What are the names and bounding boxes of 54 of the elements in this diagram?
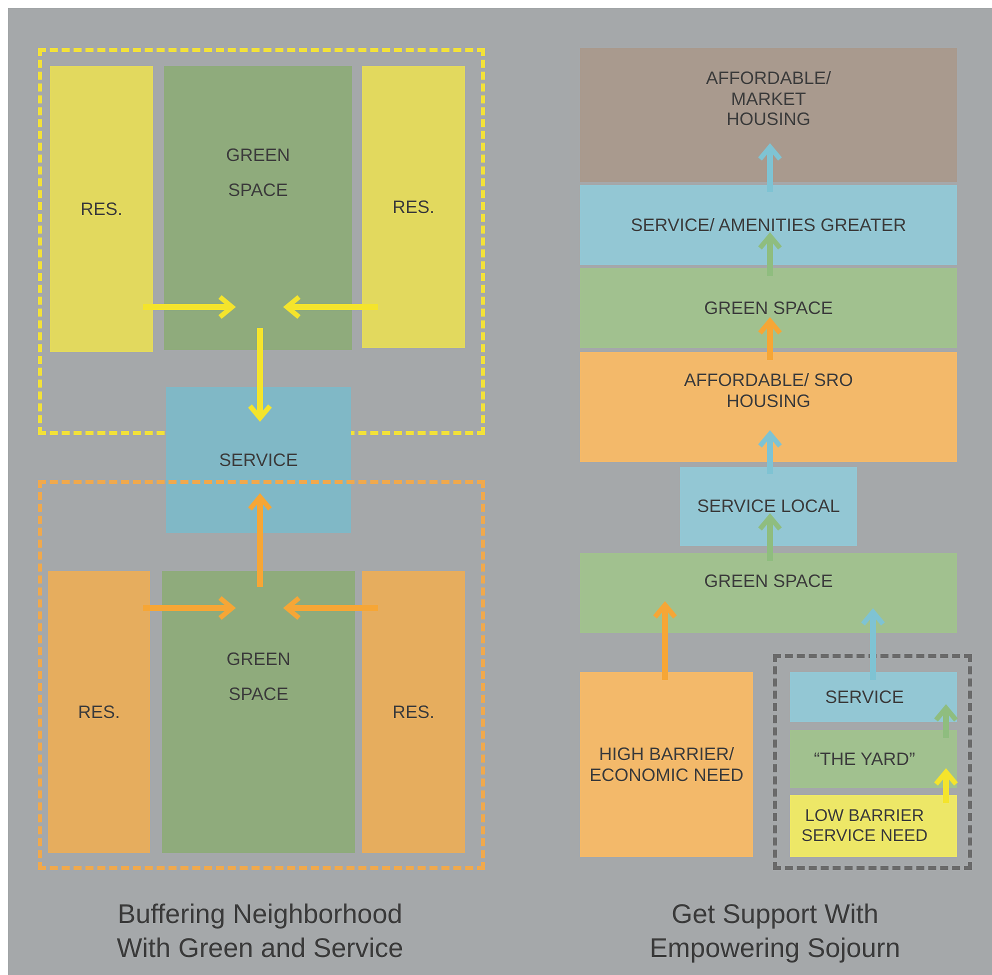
zone-label: GREEN SPACE — [704, 571, 833, 592]
zone-label: AFFORDABLE/ SRO HOUSING — [682, 370, 854, 412]
zone-label: SERVICE LOCAL — [697, 496, 840, 517]
arrow — [758, 144, 782, 192]
zone-label: “THE YARD” — [814, 748, 916, 770]
zone-label: SERVICE — [219, 450, 298, 470]
arrow — [860, 610, 886, 680]
zone-label: RES. — [392, 702, 434, 722]
arrow — [248, 494, 272, 587]
zone-block — [680, 467, 857, 546]
zone-block — [362, 571, 465, 853]
zone-block — [790, 672, 957, 722]
dashed-group-frame — [773, 654, 972, 870]
zone-label: RES. — [80, 198, 122, 220]
arrow — [143, 294, 234, 320]
zone-label: LOW BARRIER SERVICE NEED — [800, 806, 929, 846]
zone-block — [580, 268, 957, 348]
arrow — [758, 318, 782, 360]
arrow — [652, 602, 678, 680]
zone-label: GREEN SPACE — [704, 298, 833, 318]
zone-label: SERVICE/ AMENITIES GREATER — [630, 214, 906, 236]
dashed-group-frame — [38, 480, 485, 870]
zone-block — [580, 185, 957, 265]
arrow — [284, 596, 378, 620]
arrow — [758, 432, 782, 474]
zone-block — [580, 352, 957, 462]
zone-block — [580, 672, 753, 857]
zone-block — [790, 795, 957, 857]
zone-label: HIGH BARRIER/ ECONOMIC NEED — [588, 744, 744, 786]
arrow — [758, 514, 782, 561]
zone-label: GREEN SPACE — [224, 144, 291, 202]
zone-block — [362, 66, 465, 348]
arrow — [758, 234, 782, 276]
zone-label: GREEN SPACE — [225, 648, 292, 706]
zone-block — [164, 66, 352, 350]
zone-label: SERVICE — [825, 686, 905, 708]
arrow — [284, 294, 378, 320]
zone-label: RES. — [78, 702, 120, 722]
zone-block — [162, 571, 355, 853]
zone-label: AFFORDABLE/ MARKET HOUSING — [704, 68, 832, 130]
zone-block — [580, 48, 957, 182]
zone-block — [166, 387, 351, 533]
dashed-group-frame — [38, 48, 485, 435]
zone-block — [50, 66, 153, 352]
arrow — [934, 706, 958, 738]
zone-block — [790, 730, 957, 788]
zone-block — [48, 571, 150, 853]
zone-label: RES. — [392, 196, 434, 218]
arrow — [248, 328, 272, 420]
caption: Get Support With Empowering Sojourn — [648, 898, 902, 965]
caption: Buffering Neighborhood With Green and Service — [116, 898, 404, 965]
arrow — [934, 770, 958, 803]
zone-block — [580, 553, 957, 633]
arrow — [143, 596, 234, 620]
